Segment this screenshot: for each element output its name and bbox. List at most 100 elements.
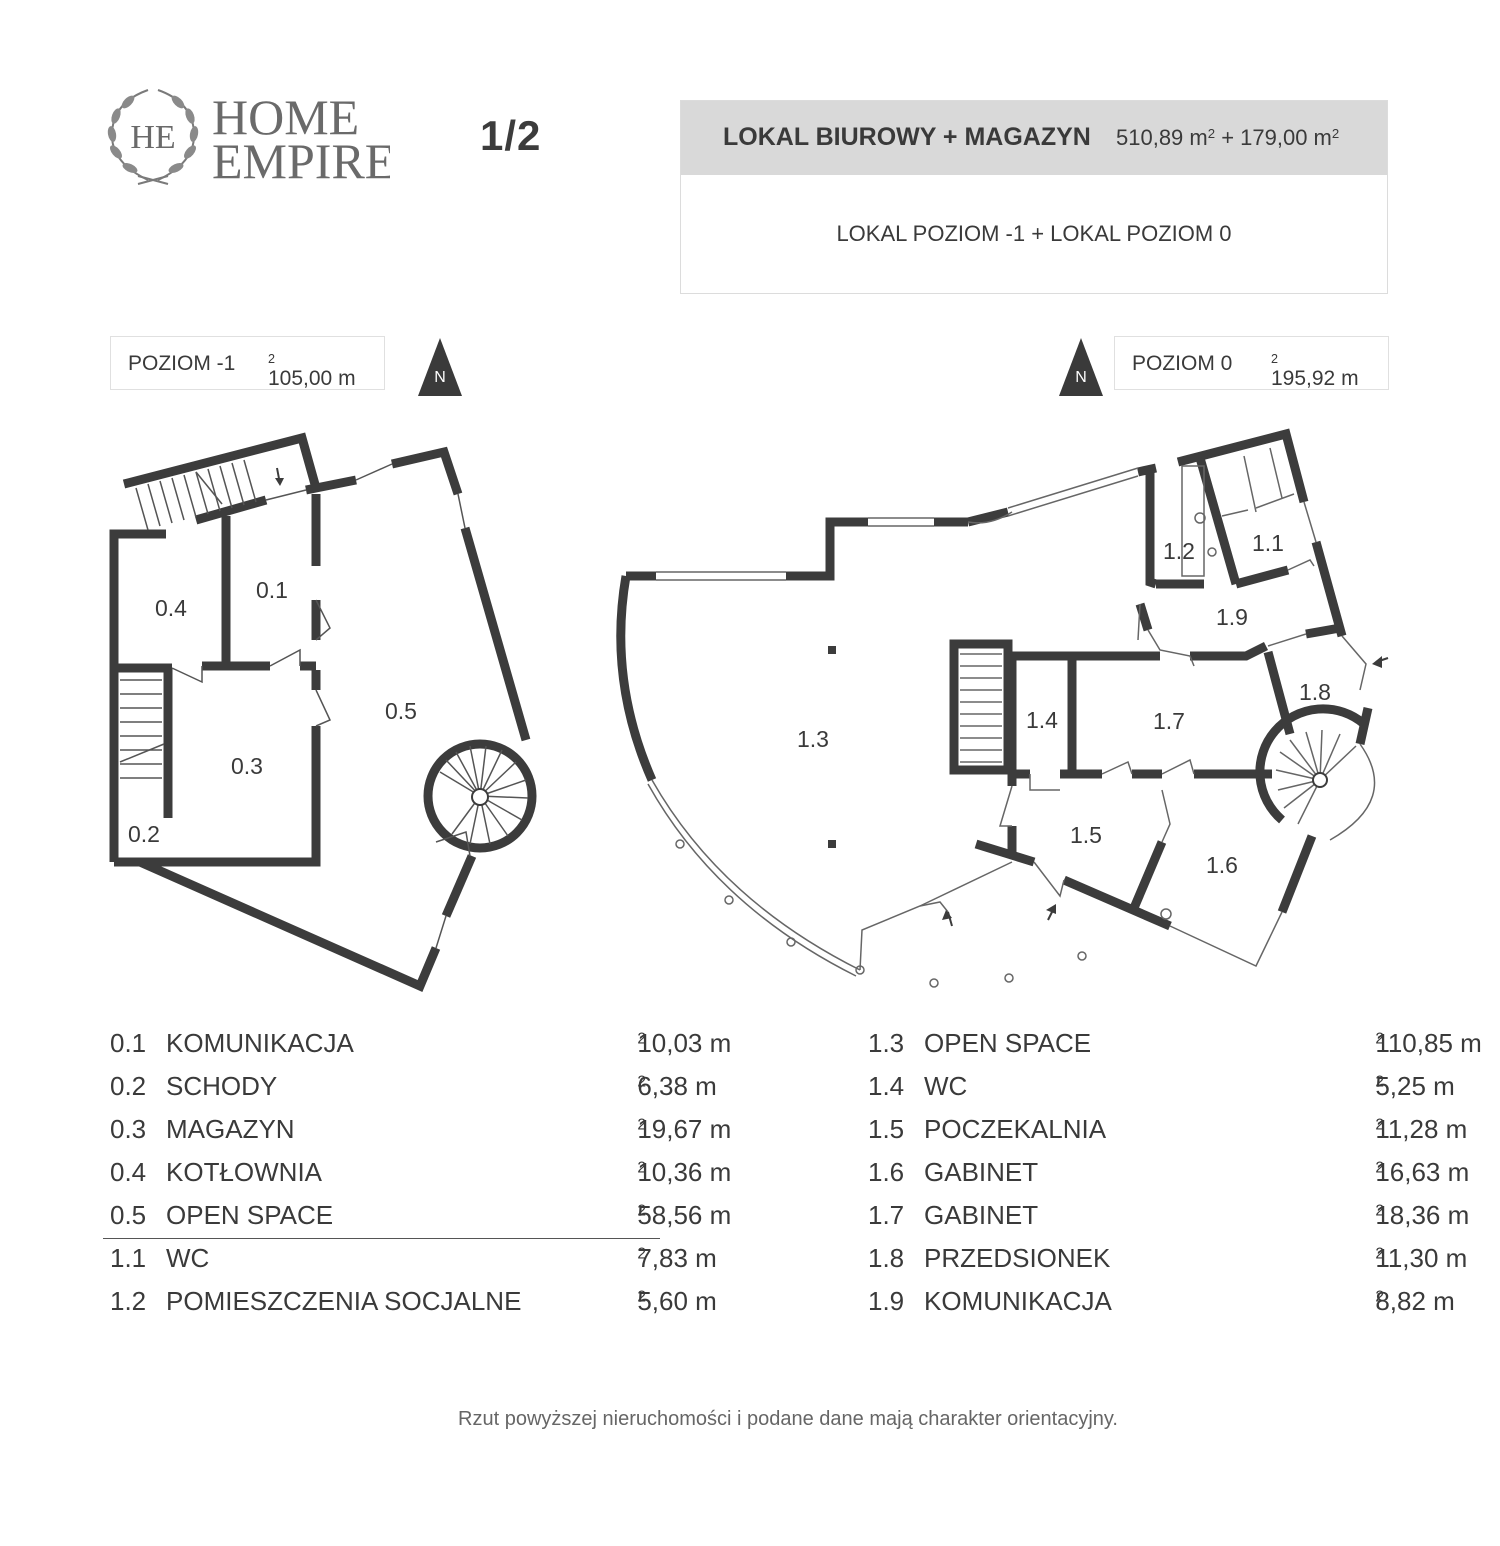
north-arrow-icon: N: [1059, 338, 1103, 396]
unit-sup: 2: [1375, 1159, 1384, 1177]
unit-sup: 2: [268, 352, 276, 367]
room-name: GABINET: [924, 1157, 1039, 1187]
room-label-0-2: 0.2: [128, 821, 160, 847]
unit-sup: 2: [1375, 1202, 1384, 1220]
unit-sup: 2: [637, 1245, 646, 1263]
room-label-1-8: 1.8: [1299, 679, 1331, 705]
unit-sup: 2: [1375, 1030, 1384, 1048]
room-name: WC: [924, 1071, 968, 1101]
unit-sup: 2: [1375, 1245, 1384, 1263]
unit-sup: 2: [1331, 125, 1340, 141]
room-area-value: 10,36 m: [637, 1157, 732, 1187]
disclaimer: Rzut powyższej nieruchomości i podane da…: [458, 1408, 1118, 1430]
room-number: 1.4: [868, 1071, 905, 1101]
unit-sup: 2: [1207, 125, 1216, 141]
room-area-value: 10,03 m: [637, 1028, 732, 1058]
svg-text:N: N: [434, 369, 446, 386]
unit-sup: 2: [637, 1288, 646, 1306]
summary-title: LOKAL BIUROWY + MAGAZYN: [723, 123, 1091, 151]
room-name: KOMUNIKACJA: [166, 1028, 354, 1058]
room-label-1-6: 1.6: [1206, 852, 1238, 878]
room-number: 1.1: [110, 1243, 147, 1273]
room-area-value: 11,28 m: [1375, 1114, 1468, 1144]
home-empire-logo: HE HOME EMPIRE: [100, 82, 395, 192]
room-name: WC: [166, 1243, 210, 1273]
svg-text:N: N: [1075, 369, 1087, 386]
room-number: 1.5: [868, 1114, 905, 1144]
room-name: KOTŁOWNIA: [166, 1157, 323, 1187]
room-name: SCHODY: [166, 1071, 278, 1101]
room-number: 1.2: [110, 1286, 147, 1316]
unit-sup: 2: [637, 1202, 646, 1220]
room-name: POMIESZCZENIA SOCJALNE: [166, 1286, 522, 1316]
room-area-value: 19,67 m: [637, 1114, 732, 1144]
table-divider: [103, 1238, 660, 1239]
room-label-1-1: 1.1: [1252, 530, 1284, 556]
logo-word-home: HOME: [212, 89, 359, 145]
room-name: PRZEDSIONEK: [924, 1243, 1111, 1273]
room-area-value: 7,83 m: [637, 1243, 717, 1273]
room-name: OPEN SPACE: [924, 1028, 1092, 1058]
room-number: 1.7: [868, 1200, 905, 1230]
plan-level-minus1: [109, 432, 537, 992]
room-number: 1.8: [868, 1243, 905, 1273]
room-name: MAGAZYN: [166, 1114, 295, 1144]
room-label-1-2: 1.2: [1163, 538, 1195, 564]
plan-level-0: [616, 428, 1389, 988]
level-name: POZIOM 0: [1132, 352, 1233, 375]
level-name: POZIOM -1: [128, 352, 236, 375]
summary-area: 510,89 m2 + 179,00 m2: [1116, 125, 1339, 151]
summary-area-storage: + 179,00 m: [1215, 125, 1332, 150]
level-area-value: 195,92 m: [1271, 367, 1359, 390]
unit-sup: 2: [1271, 352, 1279, 367]
summary-subtitle: LOKAL POZIOM -1 + LOKAL POZIOM 0: [836, 221, 1232, 246]
north-arrow-icon: N: [418, 338, 462, 396]
room-label-0-4: 0.4: [155, 595, 187, 621]
laurel-wreath-icon: [107, 89, 199, 185]
room-area-value: 5,60 m: [637, 1286, 717, 1316]
room-label-1-7: 1.7: [1153, 708, 1185, 734]
unit-sup: 2: [1375, 1116, 1384, 1134]
logo-monogram: HE: [130, 119, 175, 156]
room-number: 1.6: [868, 1157, 905, 1187]
room-number: 1.3: [868, 1028, 905, 1058]
room-label-0-3: 0.3: [231, 753, 263, 779]
room-number: 1.9: [868, 1286, 905, 1316]
unit-sup: 2: [637, 1073, 646, 1091]
room-label-1-4: 1.4: [1026, 707, 1058, 733]
unit-sup: 2: [637, 1159, 646, 1177]
room-label-1-3: 1.3: [797, 726, 829, 752]
summary-box: LOKAL BIUROWY + MAGAZYN 510,89 m2 + 179,…: [680, 100, 1388, 294]
room-area-value: 11,30 m: [1375, 1243, 1468, 1273]
room-name: POCZEKALNIA: [924, 1114, 1107, 1144]
room-area-value: 8,82 m: [1375, 1286, 1455, 1316]
